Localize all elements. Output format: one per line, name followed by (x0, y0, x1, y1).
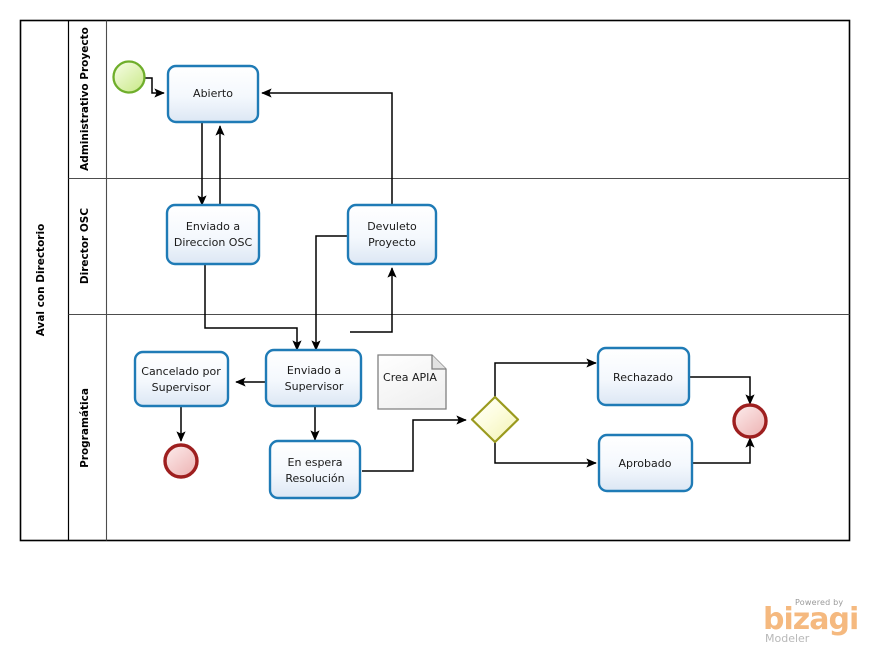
pool-outline (19, 19, 851, 542)
task-aprobado-label: Aprobado (619, 457, 672, 470)
lane-label-director-osc: Director OSC (79, 208, 91, 284)
pool-title: Aval con Directorio (35, 224, 47, 337)
task-aprobado[interactable]: Aprobado (597, 433, 694, 493)
task-enviado-direccion-osc[interactable]: Enviado a Direccion OSC (165, 203, 261, 266)
task-en-espera-resolucion[interactable]: En espera Resolución (268, 439, 362, 500)
task-enviado-supervisor-label-line1: Enviado a (287, 364, 341, 377)
task-cancelado-supervisor[interactable]: Cancelado por Supervisor (133, 350, 230, 408)
task-en-espera-resolucion-box[interactable] (268, 439, 362, 500)
task-cancelado-supervisor-box[interactable] (133, 350, 230, 408)
task-enviado-direccion-osc-box[interactable] (165, 203, 261, 266)
flow-devuleto-to-abierto (261, 88, 393, 205)
pool-container: Aval con Directorio (19, 19, 851, 542)
annotation-fold-corner-icon (431, 355, 446, 370)
lane-administrativo-proyecto: Administrativo Proyecto (68, 20, 850, 180)
annotation-crea-apia-label: Crea APIA (383, 371, 437, 384)
flow-aprobado-to-end (692, 437, 755, 464)
task-enviado-direccion-osc-label-line2: Direccion OSC (174, 236, 253, 249)
task-rechazado[interactable]: Rechazado (596, 346, 691, 407)
flow-gateway-to-rechazado (494, 358, 597, 397)
task-enviado-direccion-osc-label-line1: Enviado a (186, 220, 240, 233)
powered-by-label: Powered by (795, 598, 844, 607)
task-enviado-supervisor-label-line2: Supervisor (285, 380, 344, 393)
flow-en-espera-to-gateway (362, 415, 467, 472)
sequence-flows (143, 77, 755, 472)
task-rechazado-label: Rechazado (613, 371, 673, 384)
lane-director-osc: Director OSC (68, 178, 850, 316)
flow-enviado-direccion-to-enviado-supervisor (204, 264, 302, 351)
task-abierto-box[interactable] (166, 64, 260, 124)
bizagi-logo-text: bizagi (763, 602, 859, 637)
flow-start-to-abierto (143, 77, 165, 98)
task-abierto[interactable]: Abierto (166, 64, 260, 124)
start-event[interactable] (112, 60, 146, 94)
annotation-crea-apia-shape[interactable] (377, 354, 447, 410)
gateway-diamond[interactable] (470, 395, 520, 444)
annotation-crea-apia[interactable]: Crea APIA (377, 354, 447, 410)
flow-gateway-to-aprobado (494, 441, 597, 468)
end-event-cancelado-circle[interactable] (163, 443, 199, 479)
end-event-final[interactable] (732, 403, 768, 439)
task-enviado-supervisor[interactable]: Enviado a Supervisor (264, 348, 363, 408)
task-devuleto-proyecto-label-line1: Devuleto (367, 220, 417, 233)
task-aprobado-box[interactable] (597, 433, 694, 493)
task-en-espera-resolucion-label-line1: En espera (288, 456, 343, 469)
start-event-circle[interactable] (112, 60, 146, 94)
task-rechazado-box[interactable] (596, 346, 691, 407)
flow-enviado-supervisor-to-devuleto (350, 267, 397, 333)
bizagi-product-label: Modeler (765, 632, 810, 645)
task-devuleto-proyecto[interactable]: Devuleto Proyecto (346, 203, 438, 266)
task-cancelado-supervisor-label-line2: Supervisor (152, 381, 211, 394)
task-abierto-label: Abierto (193, 87, 233, 100)
flow-devuleto-to-enviado-supervisor (311, 235, 350, 351)
lane-programatica: Programática (79, 314, 108, 541)
task-en-espera-resolucion-label-line2: Resolución (285, 472, 344, 485)
flow-rechazado-to-end (688, 376, 755, 405)
lane-label-administrativo-proyecto: Administrativo Proyecto (79, 27, 91, 171)
task-devuleto-proyecto-label-line2: Proyecto (368, 236, 416, 249)
task-devuleto-proyecto-box[interactable] (346, 203, 438, 266)
end-event-final-circle[interactable] (732, 403, 768, 439)
end-event-cancelado[interactable] (163, 443, 199, 479)
gateway-exclusive[interactable] (470, 395, 520, 444)
lane-label-programatica: Programática (79, 388, 91, 468)
task-cancelado-supervisor-label-line1: Cancelado por (141, 365, 221, 378)
task-enviado-supervisor-box[interactable] (264, 348, 363, 408)
